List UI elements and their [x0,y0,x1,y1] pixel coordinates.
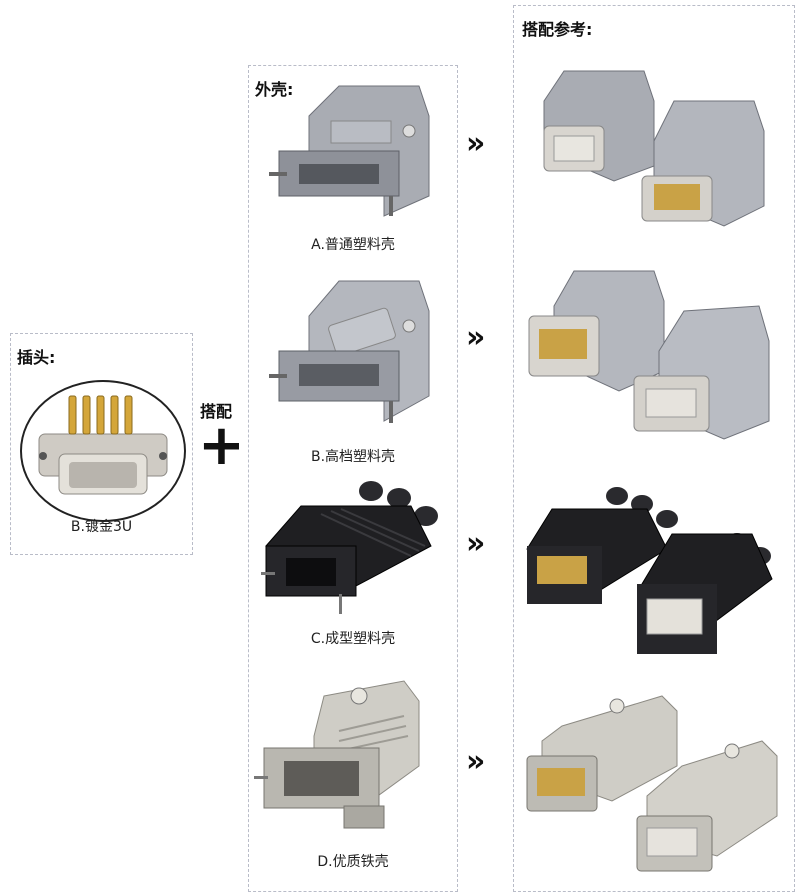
arrow-icon-d: » [466,744,486,779]
shells-panel: 外壳: A.普通塑料壳 B.高档塑料壳 C.成 [248,65,458,892]
shell-d-caption: D.优质铁壳 [317,854,389,870]
shell-a-caption: A.普通塑料壳 [311,237,395,253]
gold-plated-plug-image [20,380,186,522]
reference-pair-a-image [543,70,765,227]
plus-icon: + [198,413,245,478]
shells-panel-title: 外壳: [255,80,294,99]
reference-panel: 搭配参考: [513,5,795,892]
shell-b-caption: B.高档塑料壳 [310,449,396,465]
arrow-icon-c: » [466,526,486,561]
reference-pair-c-image [526,487,773,654]
arrow-icon-a: » [466,126,486,161]
pair-label: 搭配 [200,402,233,421]
premium-plastic-shell-image [269,280,430,423]
plug-panel: 插头: B.镀金3U [10,333,193,555]
standard-plastic-shell-image [269,85,430,217]
arrow-icon-b: » [466,320,486,355]
metal-shell-image [254,680,420,829]
plug-caption: B.镀金3U [70,519,133,535]
reference-pair-d-image [526,695,778,872]
shell-c-caption: C.成型塑料壳 [310,631,396,647]
reference-pair-b-image [528,270,770,440]
plug-panel-title: 插头: [17,348,56,367]
molded-plastic-shell-image [261,481,438,614]
reference-panel-title: 搭配参考: [522,20,593,39]
